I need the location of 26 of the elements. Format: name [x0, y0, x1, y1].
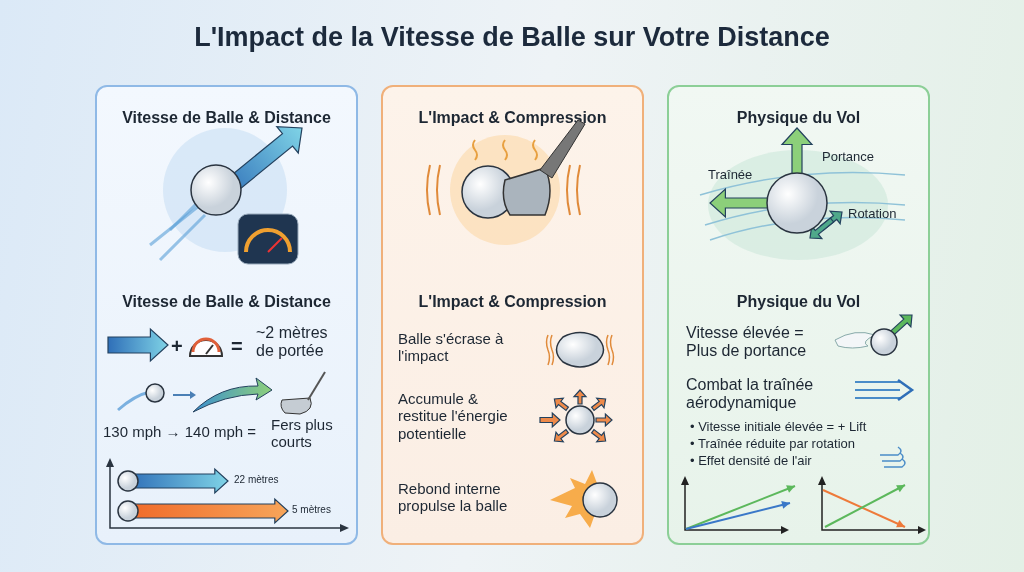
page-title: L'Impact de la Vitesse de Balle sur Votre Distance [194, 22, 830, 53]
bullet-item: • Vitesse initiale élevée = + Lift [690, 420, 867, 435]
panel-heading: Physique du Vol [736, 293, 861, 311]
panel-heading: Physique du Vol [736, 109, 861, 127]
panel-card [381, 85, 644, 545]
bar-label: 22 mètres [234, 474, 279, 486]
description-text: Accumule & restitue l'énergie potentielle [398, 390, 509, 442]
plus-sign: + [171, 335, 183, 358]
force-label: Portance [822, 150, 875, 165]
description-text: Vitesse élevée = Plus de portance [686, 324, 808, 361]
bullet-item: • Traînée réduite par rotation [690, 437, 855, 452]
description-text: Rebond interne propulse la balle [398, 480, 509, 515]
force-label: Rotation [848, 207, 897, 222]
equals-sign: = [231, 335, 243, 358]
panel-heading: L'Impact & Compression [418, 293, 607, 311]
result-text: ~2 mètres de portée [256, 324, 329, 361]
panel-heading: Vitesse de Balle & Distance [122, 109, 331, 127]
speed-text: 130 mph → 140 mph = [103, 423, 256, 441]
panel-heading: Vitesse de Balle & Distance [122, 293, 331, 311]
bullet-item: • Effet densité de l'air [690, 454, 812, 469]
result-text: Fers plus courts [271, 416, 334, 451]
bar-label: 5 mètres [292, 504, 331, 516]
description-text: Balle s'écrase à l'impact [398, 330, 505, 365]
description-text: Combat la traînée aérodynamique [686, 376, 815, 413]
panel-heading: L'Impact & Compression [418, 109, 607, 127]
force-label: Traînée [708, 168, 753, 183]
